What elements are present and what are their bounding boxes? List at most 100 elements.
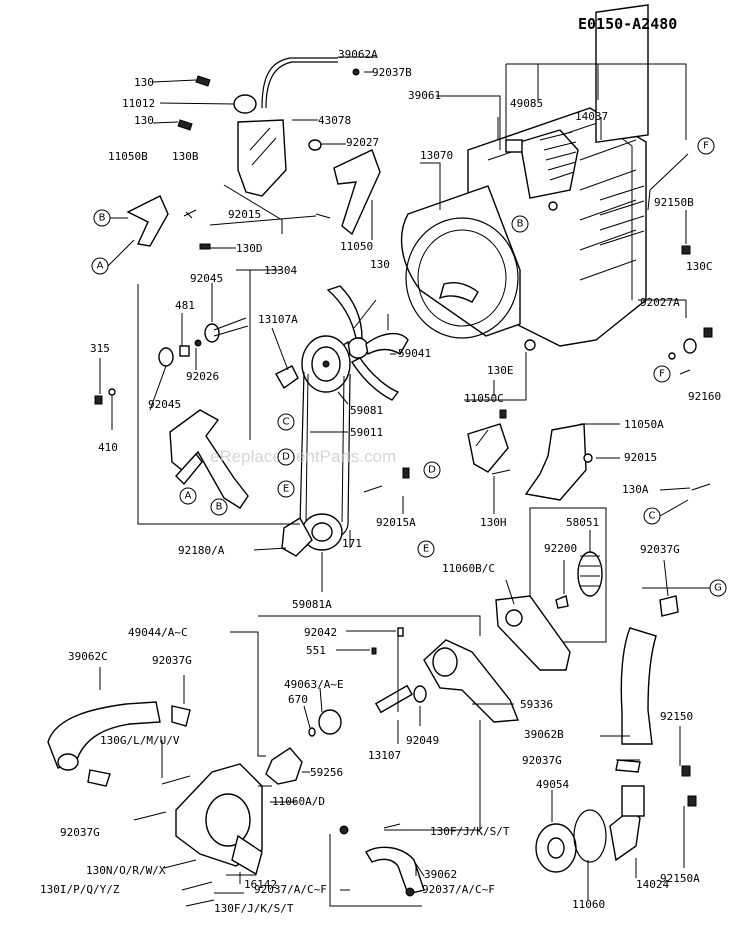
label-92150A: 92150A [660, 872, 700, 885]
label-14024: 14024 [636, 878, 669, 891]
grommet-92027 [308, 139, 322, 151]
label-59011: 59011 [350, 426, 383, 439]
diagram-code: E0150-A2480 [578, 15, 677, 33]
label-16142: 16142 [244, 878, 277, 891]
reservoir-cap [233, 94, 257, 114]
callout-a: A [179, 487, 197, 505]
watermark-text: eReplacementParts.com [210, 447, 396, 466]
callout-b: B [93, 209, 111, 227]
bushing-92160 [683, 338, 697, 354]
shaft-13107 [374, 684, 414, 714]
bearing-92045-a [204, 323, 220, 343]
bearing-92045-b [158, 347, 174, 367]
label-59081: 59081 [350, 404, 383, 417]
shroud-ring [405, 217, 519, 339]
label-59081A: 59081A [292, 598, 332, 611]
label-130N: 130N/O/R/W/X [86, 864, 166, 877]
label-11012: 11012 [122, 97, 155, 110]
label-92180A: 92180/A [178, 544, 225, 557]
label-92027A: 92027A [640, 296, 680, 309]
svg-text:E: E [283, 484, 289, 495]
label-92049: 92049 [406, 734, 439, 747]
label-43078: 43078 [318, 114, 351, 127]
label-92045-a: 92045 [190, 272, 223, 285]
seal-49063 [318, 709, 342, 735]
label-130C: 130C [686, 260, 713, 273]
clamp-92037G-a [659, 595, 679, 617]
label-92027: 92027 [346, 136, 379, 149]
gasket-16142 [231, 834, 263, 876]
label-11050: 11050 [340, 240, 373, 253]
callout-c: C [277, 413, 295, 431]
label-92015A: 92015A [376, 516, 416, 529]
label-49054: 49054 [536, 778, 569, 791]
label-49063: 49063/A~E [284, 678, 344, 691]
hose-39062B [620, 627, 657, 745]
label-11050C: 11050C [464, 392, 504, 405]
bolt-130-top [195, 75, 211, 87]
reserve-tank [237, 119, 287, 197]
callout-b: B [210, 498, 228, 516]
thermostat-group-frame [529, 507, 607, 643]
label-92015: 92015 [228, 208, 261, 221]
label-92037G-d: 92037G [60, 826, 100, 839]
callout-f: F [653, 365, 671, 383]
gasket-92200 [555, 595, 569, 609]
label-49044: 49044/A~C [128, 626, 188, 639]
label-13107: 13107 [368, 749, 401, 762]
housing-14024 [609, 809, 641, 862]
callout-b: B [511, 215, 529, 233]
label-410: 410 [98, 441, 118, 454]
oring-92049 [413, 685, 427, 703]
svg-text:D: D [428, 465, 436, 476]
callout-f: F [697, 137, 715, 155]
bolt-130D [199, 243, 211, 250]
label-670: 670 [288, 693, 308, 706]
label-14037: 14037 [575, 110, 608, 123]
label-130E: 130E [487, 364, 514, 377]
svg-text:A: A [97, 261, 104, 272]
label-481: 481 [175, 299, 195, 312]
label-130G: 130G/L/M/U/V [100, 734, 180, 747]
hose-39062 [365, 846, 425, 895]
fan-shroud [400, 185, 521, 337]
label-92045-b: 92045 [148, 398, 181, 411]
svg-text:B: B [99, 213, 106, 224]
clamp-92037G-c [87, 769, 111, 787]
label-130A: 130A [622, 483, 649, 496]
label-171: 171 [342, 537, 362, 550]
svg-text:B: B [216, 502, 223, 513]
svg-text:D: D [282, 452, 290, 463]
svg-text:A: A [185, 491, 192, 502]
callout-e: E [417, 540, 435, 558]
clamp-92037G-b [171, 705, 191, 727]
label-92037B: 92037B [372, 66, 412, 79]
svg-text:C: C [649, 511, 656, 522]
hose-39062C [47, 701, 161, 769]
clamp-92037G-d [615, 759, 641, 773]
thermostat-58051 [577, 551, 603, 597]
label-130H: 130H [480, 516, 507, 529]
label-130: 130 [134, 76, 154, 89]
flange-13107A [275, 365, 299, 390]
label-39061: 39061 [408, 89, 441, 102]
gasket-11060 [573, 809, 607, 863]
label-130B: 130B [172, 150, 199, 163]
label-92037G-c: 92037G [522, 754, 562, 767]
label-130I: 130I/P/Q/Y/Z [40, 883, 120, 896]
bracket-11050C [467, 423, 509, 473]
label-59336: 59336 [520, 698, 553, 711]
label-130-b: 130 [134, 114, 154, 127]
label-315: 315 [90, 342, 110, 355]
label-92037G-b: 92037G [152, 654, 192, 667]
bolt-130-mid [177, 119, 193, 131]
part-labels: E0150-A2480 39062A 130 92037B 11012 3906… [40, 15, 721, 915]
overflow-hose-inner [265, 61, 338, 109]
label-13107A: 13107A [258, 313, 298, 326]
tank-bracket [333, 149, 381, 236]
label-92037AC-a: 92037/A/C~F [254, 883, 327, 896]
part-drawings [47, 4, 713, 907]
label-39062A: 39062A [338, 48, 378, 61]
label-39062C: 39062C [68, 650, 108, 663]
